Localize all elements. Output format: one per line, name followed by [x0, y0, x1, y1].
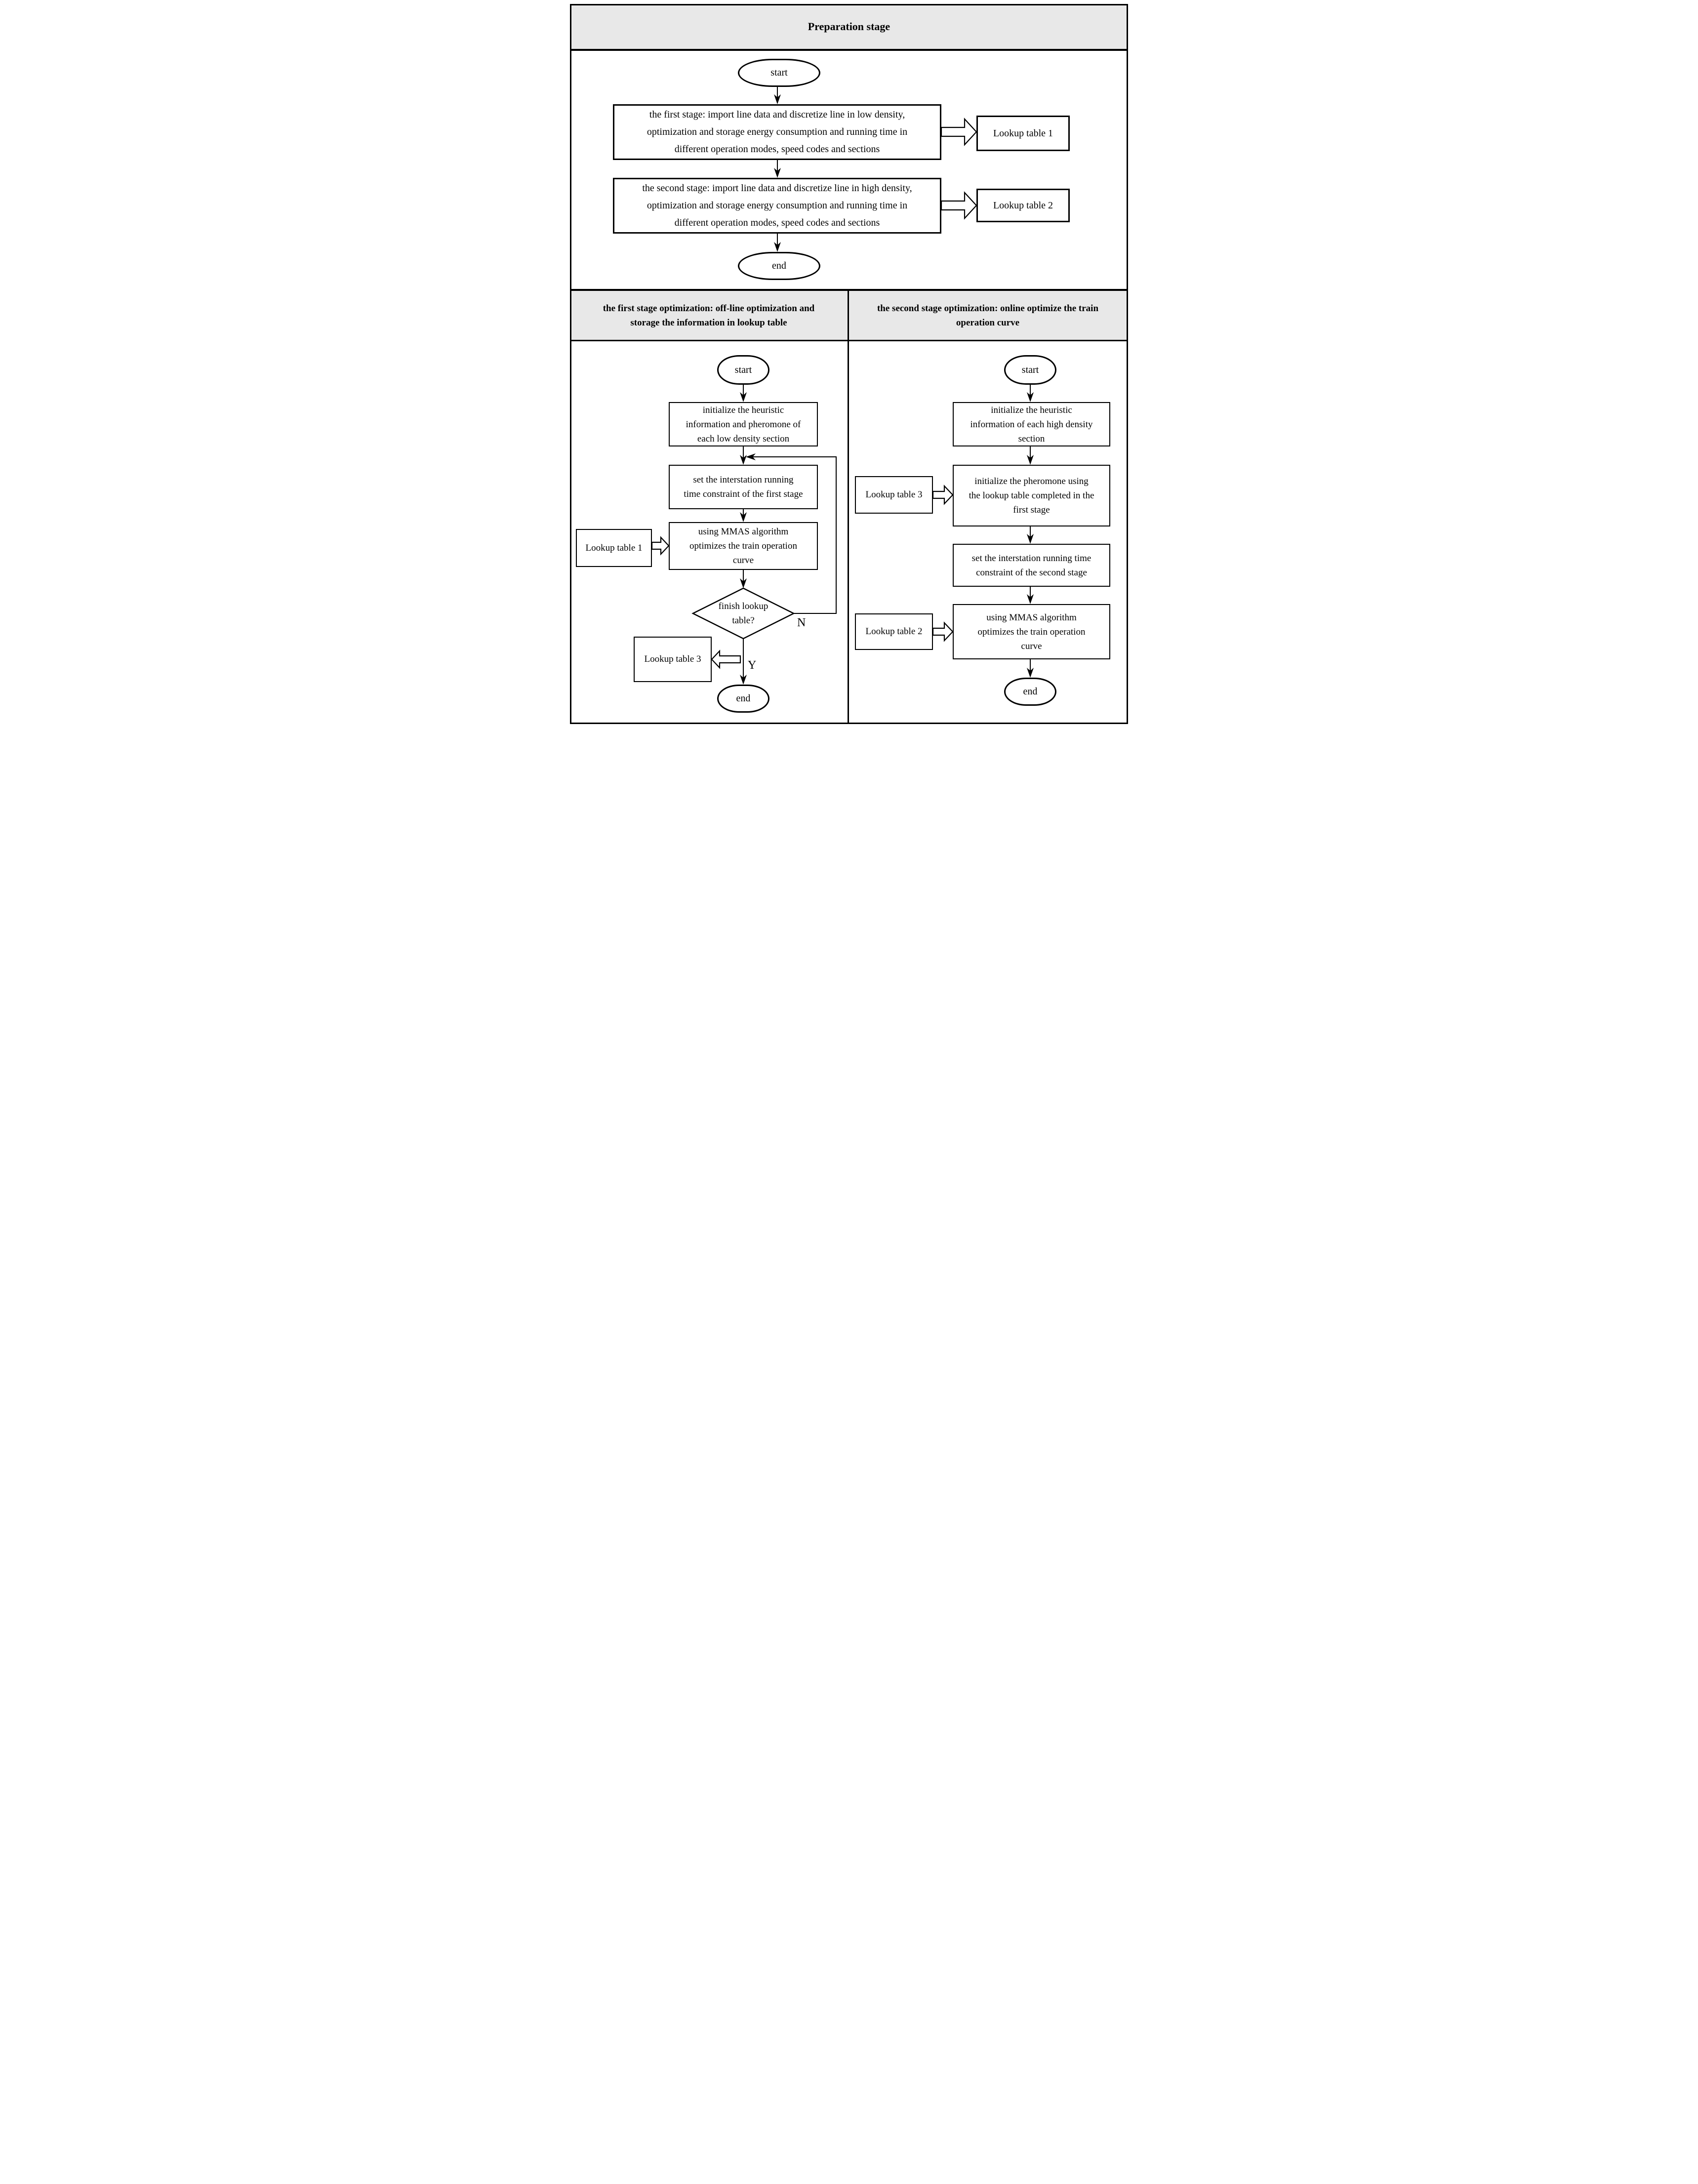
arrowhead-down — [1027, 534, 1034, 544]
first-stage-header: the first stage optimization: off-line o… — [570, 289, 848, 341]
second-stage-header: the second stage optimization: online op… — [848, 289, 1128, 341]
lookup-table-1-box: Lookup table 1 — [976, 116, 1070, 151]
flowchart-figure: Preparation stage the first stage optimi… — [566, 0, 1132, 728]
fs-no-branch-connector — [748, 456, 837, 614]
prep-start-label: start — [770, 67, 788, 78]
arrowhead-down — [740, 578, 747, 588]
preparation-stage-header: Preparation stage — [570, 4, 1128, 51]
arrowhead-down — [740, 392, 747, 402]
block-arrow-stage2-lookup2 — [940, 191, 977, 220]
ss-lookup-table-3-box: Lookup table 3 — [855, 476, 933, 514]
arrowhead-down — [1027, 455, 1034, 465]
fs-decision-label: finish lookup table? — [718, 601, 768, 626]
arrowhead-down — [1027, 668, 1034, 678]
ss-end-label: end — [1023, 686, 1038, 697]
arrowhead-down — [774, 168, 781, 178]
block-arrow-decision-lookup3 — [711, 649, 741, 669]
block-arrow-lookup2-mmas — [932, 621, 954, 642]
block-arrow-stage1-lookup1 — [940, 118, 977, 146]
decision-diamond — [691, 587, 795, 640]
arrowhead-down — [740, 455, 747, 465]
fs-lookup-table-3-box: Lookup table 3 — [634, 637, 712, 682]
arrowhead-down — [774, 94, 781, 104]
fs-mmas-process: using MMAS algorithm optimizes the train… — [669, 522, 818, 570]
connector-overlay — [651, 87, 1034, 685]
prep-stage2-process: the second stage: import line data and d… — [613, 178, 941, 234]
ss-end-terminator: end — [1004, 678, 1056, 706]
panel-divider — [848, 289, 849, 724]
block-arrow-lookup1-mmas — [651, 536, 670, 556]
prep-start-terminator: start — [738, 59, 820, 87]
ss-lookup-table-2-box: Lookup table 2 — [855, 613, 933, 650]
fs-lookup-table-1-box: Lookup table 1 — [576, 529, 652, 567]
fs-no-branch-label: N — [797, 616, 806, 629]
arrowhead-down — [1027, 594, 1034, 604]
ss-start-terminator: start — [1004, 355, 1056, 385]
ss-init-heuristic-process: initialize the heuristic information of … — [953, 402, 1110, 446]
fs-end-terminator: end — [717, 685, 769, 713]
fs-constraint-process: set the interstation running time constr… — [669, 465, 818, 509]
fs-end-label: end — [736, 693, 751, 704]
fs-yes-branch-label: Y — [748, 659, 757, 672]
fs-start-label: start — [734, 364, 752, 375]
arrowhead-down — [774, 242, 781, 252]
ss-start-label: start — [1021, 364, 1039, 375]
fs-start-terminator: start — [717, 355, 769, 385]
block-arrow-lookup3-pheromone — [932, 485, 954, 505]
fs-init-process: initialize the heuristic information and… — [669, 402, 818, 446]
arrowhead-down — [740, 512, 747, 522]
ss-init-pheromone-process: initialize the pheromone using the looku… — [953, 465, 1110, 526]
ss-mmas-process: using MMAS algorithm optimizes the train… — [953, 604, 1110, 659]
lookup-table-2-box: Lookup table 2 — [976, 189, 1070, 222]
ss-constraint-process: set the interstation running time constr… — [953, 544, 1110, 587]
prep-end-label: end — [772, 260, 786, 271]
arrowhead-left — [746, 453, 756, 460]
arrowhead-down — [740, 675, 747, 685]
prep-stage1-process: the first stage: import line data and di… — [613, 104, 941, 160]
arrowhead-down — [1027, 392, 1034, 402]
prep-end-terminator: end — [738, 252, 820, 280]
